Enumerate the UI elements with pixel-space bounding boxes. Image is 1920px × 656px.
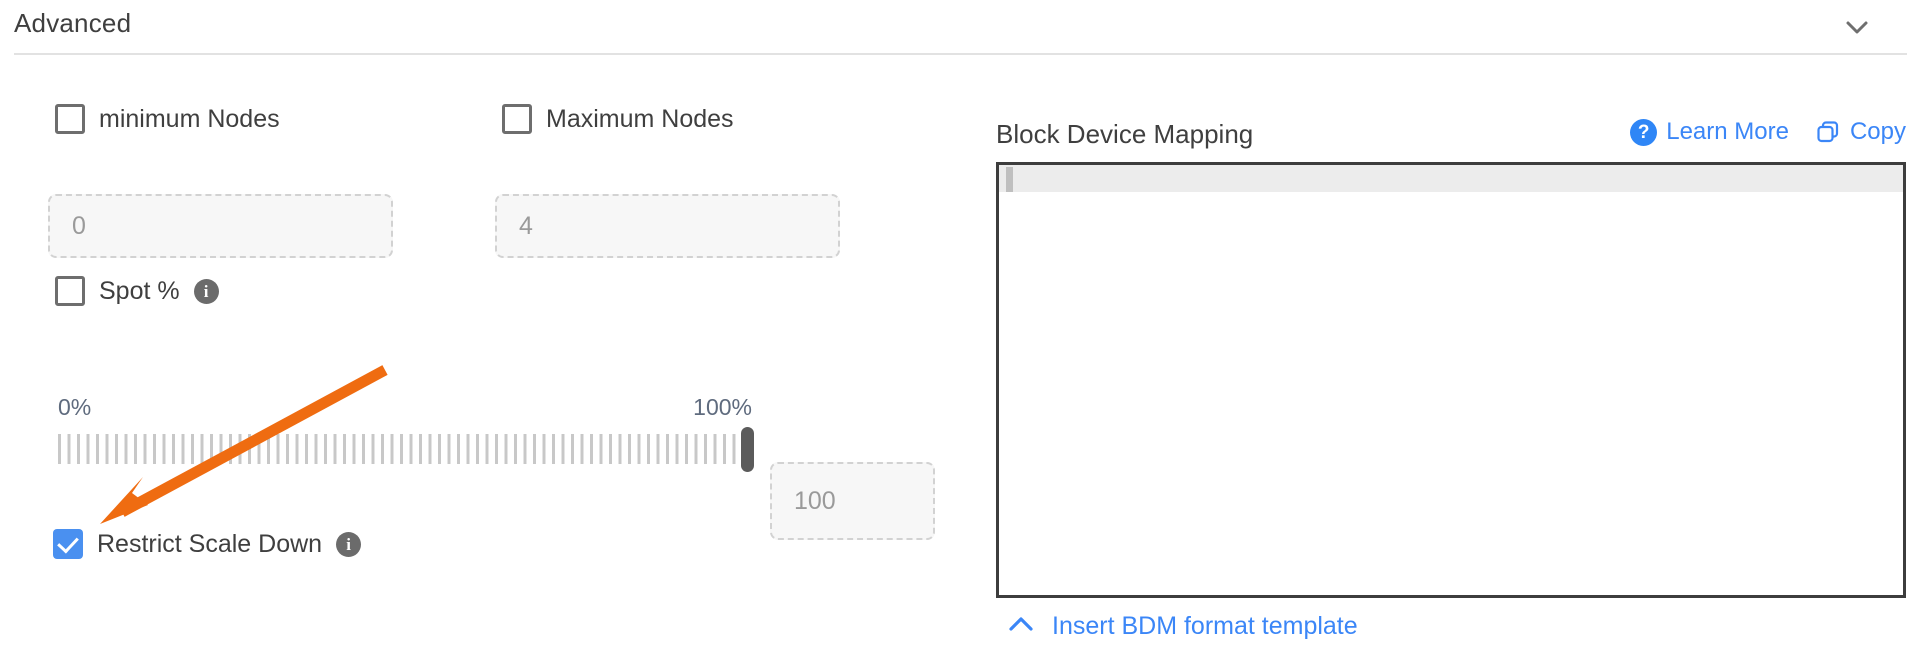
spot-percent-slider[interactable]: 0% 100%	[58, 394, 758, 474]
restrict-scale-down-info-icon[interactable]: i	[336, 531, 362, 557]
maximum-nodes-input[interactable]	[495, 194, 840, 258]
advanced-left-column: minimum Nodes Maximum Nodes Spot % i 0% …	[0, 54, 960, 656]
page-title: Advanced	[14, 8, 132, 38]
learn-more-label: Learn More	[1666, 118, 1789, 145]
block-device-mapping-actions: ? Learn More Copy	[1630, 118, 1906, 146]
spot-percent-row: Spot % i	[55, 276, 219, 306]
chevron-down-icon[interactable]	[1842, 12, 1872, 42]
slider-track[interactable]	[58, 434, 750, 464]
minimum-nodes-label: minimum Nodes	[99, 104, 280, 133]
minimum-nodes-checkbox[interactable]	[55, 104, 85, 134]
spot-percent-checkbox[interactable]	[55, 276, 85, 306]
maximum-nodes-label: Maximum Nodes	[546, 104, 734, 133]
learn-more-link[interactable]: ? Learn More	[1630, 118, 1789, 146]
copy-icon	[1815, 119, 1841, 145]
slider-min-label: 0%	[58, 394, 92, 420]
minimum-nodes-input[interactable]	[48, 194, 393, 258]
spot-percent-label: Spot %	[99, 276, 180, 305]
block-device-mapping-editor[interactable]	[996, 162, 1906, 598]
copy-button[interactable]: Copy	[1815, 118, 1906, 146]
insert-bdm-template-label: Insert BDM format template	[1052, 612, 1358, 640]
restrict-scale-down-row: Restrict Scale Down i	[53, 529, 362, 559]
maximum-nodes-row: Maximum Nodes	[502, 104, 734, 134]
slider-thumb[interactable]	[741, 427, 754, 472]
minimum-nodes-row: minimum Nodes	[55, 104, 280, 134]
block-device-mapping-section: Block Device Mapping ? Learn More Copy I…	[996, 54, 1920, 656]
restrict-scale-down-checkbox[interactable]	[53, 529, 83, 559]
chevron-up-icon	[1006, 614, 1036, 639]
advanced-panel-header[interactable]: Advanced	[0, 0, 1920, 55]
insert-bdm-template-link[interactable]: Insert BDM format template	[1006, 612, 1358, 641]
spot-percent-value-input[interactable]	[770, 462, 935, 540]
copy-label: Copy	[1849, 118, 1906, 145]
help-circle-icon: ?	[1630, 118, 1658, 146]
block-device-mapping-title: Block Device Mapping	[996, 119, 1254, 149]
header-divider	[14, 53, 1907, 55]
maximum-nodes-checkbox[interactable]	[502, 104, 532, 134]
spot-percent-info-icon[interactable]: i	[193, 278, 219, 304]
editor-caret	[1006, 167, 1013, 192]
editor-active-line	[999, 165, 1903, 192]
restrict-scale-down-label: Restrict Scale Down	[97, 529, 323, 558]
slider-max-label: 100%	[693, 394, 752, 420]
